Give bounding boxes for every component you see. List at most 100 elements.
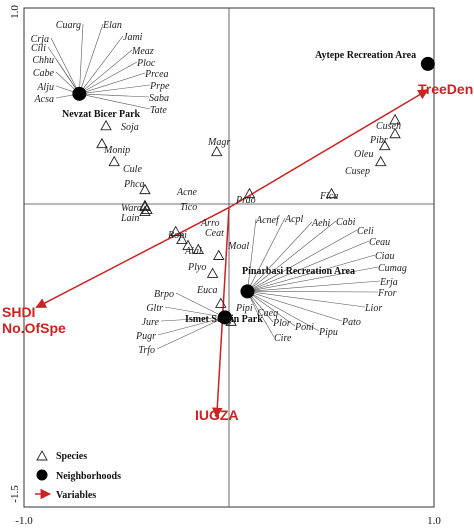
species-label: Cabe	[33, 68, 55, 79]
species-label: Cumag	[378, 263, 407, 274]
species-triangle-icon	[374, 155, 387, 167]
species-label: Prpe	[149, 81, 170, 92]
spoke-line	[247, 291, 296, 327]
species-label: Cire	[274, 333, 292, 344]
spoke-line	[156, 317, 226, 350]
species-label: Fica	[319, 191, 338, 202]
neighborhood-point	[240, 284, 255, 299]
x-tick-label: 1.0	[427, 515, 441, 527]
species-label: Cusep	[345, 166, 370, 177]
spoke-line	[79, 84, 151, 95]
spoke-line	[247, 291, 366, 308]
species-label: Celi	[357, 226, 374, 237]
spoke-line	[79, 35, 124, 95]
species-triangle-icon	[108, 155, 120, 167]
neighborhood-spokes	[47, 23, 381, 350]
spoke-line	[247, 254, 376, 292]
species-label: Meaz	[131, 46, 154, 57]
variable-arrow	[228, 89, 429, 209]
neighborhood-label: Nevzat Bicer Park	[62, 109, 141, 120]
variable-label: IUGZA	[195, 407, 239, 423]
species-label: Soja	[121, 122, 139, 133]
y-tick-label: 1.0	[9, 5, 21, 19]
species-label: Gltr	[146, 303, 163, 314]
variable-label: TreeDens	[418, 81, 474, 97]
species-triangle-icon	[141, 203, 153, 215]
species-label: Trfo	[138, 345, 155, 356]
species-label: Alju	[36, 82, 54, 93]
spoke-line	[79, 49, 133, 95]
legend-circle-icon	[36, 469, 48, 481]
spoke-line	[175, 292, 226, 318]
species-triangle-icon	[243, 187, 256, 199]
spoke-line	[247, 291, 320, 332]
species-triangle-icon	[325, 187, 338, 199]
species-triangle-icon	[182, 239, 194, 250]
species-label: Jami	[123, 32, 143, 43]
spoke-line	[79, 93, 150, 98]
species-label: Jure	[142, 317, 160, 328]
variable-label: No.OfSpe	[2, 320, 66, 336]
variable-label: SHDI	[2, 304, 35, 320]
species-label: Fror	[377, 288, 397, 299]
species-label: Pipu	[318, 327, 338, 338]
spoke-line	[79, 23, 84, 94]
species-label: Cabi	[336, 217, 356, 228]
species-label: Acne	[176, 187, 198, 198]
species-label: Cuarg	[56, 20, 81, 31]
neighborhood-point	[217, 310, 232, 325]
species-label: Caeq	[257, 308, 278, 319]
spoke-line	[79, 72, 146, 95]
species-label: Ropi	[167, 230, 187, 241]
spoke-line	[79, 93, 151, 110]
species-label: Tate	[150, 105, 167, 116]
species-triangle-icon	[139, 205, 151, 217]
species-label: Tico	[180, 202, 197, 213]
spoke-line	[247, 291, 379, 293]
species-label: Plyo	[187, 262, 206, 273]
species-label: Acnef	[255, 215, 280, 226]
spoke-line	[247, 266, 379, 292]
species-triangle-icon	[169, 225, 182, 237]
spoke-line	[160, 317, 225, 322]
species-triangle-icon	[96, 137, 108, 149]
neighborhood-point	[72, 86, 87, 101]
species-label: Arro	[200, 218, 220, 229]
species-label: Lain	[120, 213, 139, 224]
spoke-line	[50, 37, 80, 94]
species-label: Elan	[102, 20, 122, 31]
spoke-line	[247, 218, 257, 292]
species-label: Poni	[294, 322, 314, 333]
species-label: Erja	[379, 277, 398, 288]
species-label: Acsa	[34, 94, 54, 105]
species-label: Prdo	[235, 195, 256, 206]
species-label: Aehi	[311, 218, 331, 229]
species-label: Oleu	[354, 149, 373, 160]
species-label: Pipi	[235, 303, 253, 314]
axis-ticks: -1.0 1.0 1.0 -1.5	[9, 5, 441, 527]
variable-arrow	[35, 206, 230, 309]
neighborhood-label: Ismet Sezgin Park	[185, 314, 263, 325]
spoke-line	[247, 229, 358, 292]
species-triangle-icon	[206, 267, 219, 278]
species-label: Lior	[364, 303, 382, 314]
neighborhood-point	[420, 56, 435, 71]
species-triangle-icon	[139, 183, 151, 195]
spoke-line	[164, 306, 225, 318]
species-triangle-icon	[176, 233, 188, 244]
species-triangle-icon	[212, 249, 225, 260]
species-label: Prcea	[144, 69, 169, 80]
species-label: Magr	[207, 137, 230, 148]
species-label: Ceau	[369, 237, 390, 248]
species-label: Aial	[184, 246, 202, 257]
species-triangle-icon	[100, 119, 112, 131]
spoke-line	[157, 317, 225, 336]
species-label: Euca	[196, 285, 218, 296]
species-label: Cuseh	[376, 121, 401, 132]
species-label: Ceat	[205, 228, 224, 239]
species-triangle-icon	[192, 243, 205, 254]
spoke-line	[247, 240, 370, 292]
